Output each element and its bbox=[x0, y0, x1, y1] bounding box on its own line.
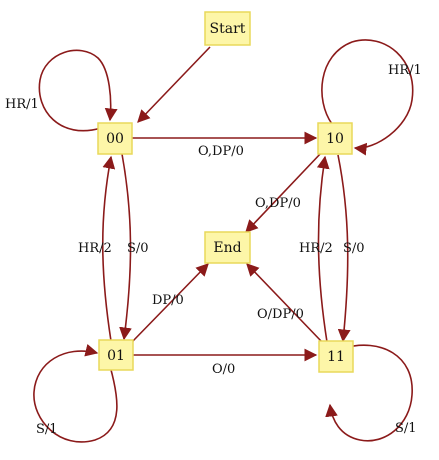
label-10-to-end: O,DP/0 bbox=[255, 196, 301, 211]
edge-11-to-end bbox=[246, 263, 323, 343]
label-11-to-10: HR/2 bbox=[299, 241, 333, 256]
label-00-to-01: S/0 bbox=[127, 241, 149, 256]
node-11-label: 11 bbox=[327, 349, 345, 365]
node-end: End bbox=[204, 231, 251, 264]
label-loop-00: HR/1 bbox=[5, 97, 39, 112]
label-11-to-end: O/DP/0 bbox=[257, 307, 304, 322]
loop-10 bbox=[321, 39, 414, 156]
edge-10-to-11 bbox=[337, 154, 351, 343]
node-01-label: 01 bbox=[107, 348, 125, 364]
edge-01-to-00 bbox=[101, 155, 116, 342]
node-00: 00 bbox=[97, 122, 133, 155]
node-10: 10 bbox=[317, 122, 353, 155]
loop-00 bbox=[38, 49, 118, 132]
label-10-to-11: S/0 bbox=[343, 241, 365, 256]
edge-11-to-10 bbox=[316, 155, 330, 343]
label-loop-10: HR/1 bbox=[388, 63, 422, 78]
node-end-label: End bbox=[213, 240, 241, 256]
label-01-to-11: O/0 bbox=[212, 362, 235, 377]
node-start: Start bbox=[204, 11, 251, 46]
edges bbox=[33, 39, 414, 443]
node-01: 01 bbox=[98, 339, 134, 371]
node-11: 11 bbox=[318, 340, 354, 373]
label-00-to-10: O,DP/0 bbox=[198, 144, 244, 159]
label-01-to-end: DP/0 bbox=[152, 293, 184, 308]
loop-01 bbox=[33, 344, 118, 443]
node-start-label: Start bbox=[210, 21, 246, 37]
node-00-label: 00 bbox=[106, 131, 124, 147]
label-loop-11: S/1 bbox=[395, 421, 417, 436]
label-01-to-00: HR/2 bbox=[78, 241, 112, 256]
loop-11 bbox=[325, 344, 413, 442]
label-loop-01: S/1 bbox=[36, 422, 58, 437]
edge-01-to-end bbox=[131, 263, 209, 343]
edge-00-to-01 bbox=[119, 153, 132, 341]
edge-start-to-00 bbox=[137, 46, 211, 123]
edge-10-to-end bbox=[245, 151, 323, 233]
edge-labels: HR/1 HR/1 S/1 S/1 O,DP/0 O,DP/0 HR/2 S/0… bbox=[5, 63, 422, 437]
node-10-label: 10 bbox=[326, 131, 344, 147]
